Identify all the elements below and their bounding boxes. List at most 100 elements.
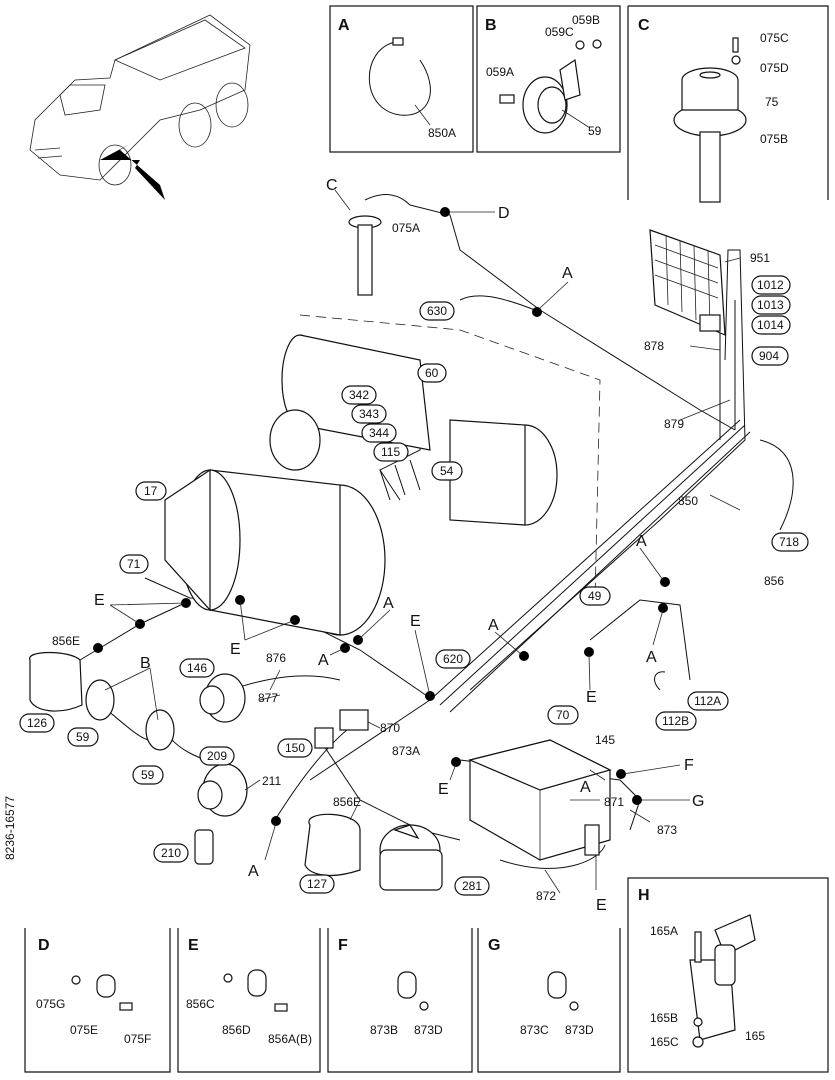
pill-label: 150: [285, 741, 305, 755]
detail-d-art: [71, 974, 133, 1011]
callout-letter: A: [580, 779, 591, 796]
part-label: 059B: [572, 13, 600, 27]
part-label: 211: [262, 774, 281, 788]
part-label: 165A: [650, 924, 678, 938]
pill-label: 70: [556, 708, 570, 722]
callout-letter: B: [140, 655, 151, 672]
part-label: 856D: [222, 1023, 251, 1037]
battery-and-compressor: [379, 739, 612, 891]
pill-label: 1012: [757, 278, 784, 292]
part-label: 165C: [650, 1035, 679, 1049]
part-label: 951: [750, 251, 770, 265]
part-label: 876: [266, 651, 286, 665]
pill-label: 59: [76, 730, 90, 744]
pill-label: 112A: [694, 694, 721, 708]
detail-b-letter: B: [485, 17, 497, 34]
part-label: 59: [588, 124, 602, 138]
part-label: 850A: [428, 126, 456, 140]
part-label: 878: [644, 339, 664, 353]
pill-label: 1014: [757, 318, 784, 332]
pill-label: 209: [207, 749, 227, 763]
lower-left-components: [29, 651, 369, 877]
callout-letter: E: [596, 897, 607, 914]
pill-label: 127: [307, 877, 327, 891]
callout-letter: E: [94, 592, 105, 609]
part-label: 871: [604, 795, 624, 809]
part-label: 856C: [186, 997, 215, 1011]
part-label: 879: [664, 417, 684, 431]
detail-frames-top: [329, 5, 829, 200]
part-label: 145: [595, 733, 615, 747]
pill-label: 112B: [662, 714, 689, 728]
part-label: 059C: [545, 25, 574, 39]
pill-label: 1013: [757, 298, 784, 312]
detail-e-letter: E: [188, 937, 199, 954]
part-label: 850: [678, 494, 698, 508]
part-label: 075E: [70, 1023, 98, 1037]
detail-frames-bottom: [24, 877, 829, 1073]
sender-c-main: [348, 215, 382, 296]
pill-label: 281: [462, 879, 482, 893]
callout-letter: E: [230, 641, 241, 658]
callout-letter: C: [326, 177, 338, 194]
pill-label: 718: [779, 535, 799, 549]
pill-label: 620: [443, 652, 463, 666]
part-label: 877: [258, 691, 278, 705]
part-label: 873B: [370, 1023, 398, 1037]
callout-letter: A: [488, 617, 499, 634]
part-label: 075B: [760, 132, 788, 146]
part-label: 856E: [333, 795, 361, 809]
part-label: 873D: [414, 1023, 443, 1037]
callout-letter: E: [438, 781, 449, 798]
part-label: 856A(B): [268, 1032, 312, 1046]
pill-label: 54: [440, 464, 454, 478]
pill-label: 146: [187, 661, 207, 675]
callout-letter: A: [383, 595, 394, 612]
callout-letter: D: [498, 205, 510, 222]
pill-labels: 630 60 342 343 344 115 54 17 71 49 620 1…: [19, 275, 809, 896]
part-label: 075A: [392, 221, 420, 235]
callout-letter: F: [684, 757, 694, 774]
callout-letter: A: [646, 649, 657, 666]
pill-label: 49: [588, 589, 602, 603]
fuse-box: [649, 229, 726, 336]
detail-g-letter: G: [488, 937, 500, 954]
pill-label: 343: [359, 407, 379, 421]
detail-g-art: [547, 971, 579, 1011]
detail-c-art: [673, 37, 747, 203]
part-label: 873: [657, 823, 677, 837]
callout-letters: C D A A E E A A E E E E A A A A B F G E …: [94, 177, 704, 914]
detail-f-letter: F: [338, 937, 348, 954]
pill-label: 210: [161, 846, 181, 860]
pill-label: 630: [427, 304, 447, 318]
callout-letter: A: [318, 652, 329, 669]
pill-label: 71: [127, 557, 141, 571]
pill-label: 60: [425, 366, 439, 380]
pill-label: 126: [27, 716, 47, 730]
detail-c-letter: C: [638, 17, 650, 34]
detail-f-art: [397, 971, 429, 1011]
part-label: 856E: [52, 634, 80, 648]
part-label: 872: [536, 889, 556, 903]
part-label: 075G: [36, 997, 65, 1011]
pill-label: 115: [381, 445, 400, 459]
part-label: 075D: [760, 61, 789, 75]
part-label: 075F: [124, 1032, 151, 1046]
pill-label: 17: [144, 484, 158, 498]
part-label: 870: [380, 721, 400, 735]
callout-letter: A: [562, 265, 573, 282]
leader-lines: [104, 189, 741, 894]
detail-b-art: [499, 39, 602, 134]
part-label: 059A: [486, 65, 514, 79]
pill-label: 904: [759, 349, 779, 363]
truck-illustration: [29, 14, 251, 200]
tank-components: [164, 314, 601, 636]
drawing-number: 8236-16577: [3, 796, 17, 860]
part-label: 165: [745, 1029, 765, 1043]
part-label: 75: [765, 95, 779, 109]
part-label: 873A: [392, 744, 420, 758]
detail-h-letter: H: [638, 887, 650, 904]
part-label: 873D: [565, 1023, 594, 1037]
callout-letter: G: [692, 793, 704, 810]
